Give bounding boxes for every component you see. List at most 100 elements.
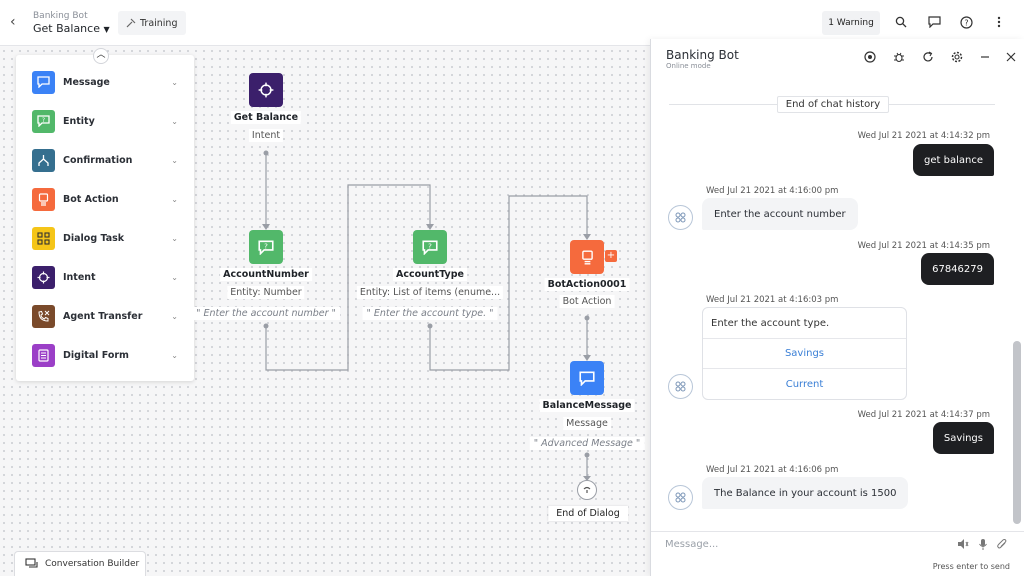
- account-number-node[interactable]: ?: [249, 230, 283, 264]
- more-options-icon[interactable]: [990, 13, 1008, 31]
- palette-item-digital-form[interactable]: Digital Form ⌄: [32, 342, 178, 368]
- intent-icon: [258, 82, 274, 98]
- palette-item-label: Bot Action: [63, 193, 119, 205]
- chevron-down-icon[interactable]: ⌄: [171, 272, 178, 282]
- attachment-icon[interactable]: [995, 537, 1009, 551]
- palette-item-intent[interactable]: Intent ⌄: [32, 264, 178, 290]
- user-message: get balance: [913, 144, 994, 176]
- user-message: 67846279: [921, 253, 994, 285]
- training-icon: [126, 18, 136, 28]
- chat-status: Online mode: [666, 62, 711, 70]
- microphone-icon[interactable]: [976, 537, 990, 551]
- palette-item-agent-transfer[interactable]: Agent Transfer ⌄: [32, 303, 178, 329]
- conversation-builder-label: Conversation Builder: [45, 559, 140, 569]
- message-timestamp: Wed Jul 21 2021 at 4:16:06 pm: [706, 465, 839, 475]
- compose-divider: [651, 531, 1024, 532]
- balance-message-node[interactable]: [570, 361, 604, 395]
- close-icon[interactable]: [1003, 49, 1019, 65]
- chevron-down-icon[interactable]: ⌄: [171, 155, 178, 165]
- bot-action-icon: [32, 187, 55, 211]
- dialog-task-icon: [32, 226, 55, 250]
- bot-action-icon: [581, 249, 593, 265]
- chat-icon[interactable]: [925, 13, 943, 31]
- chevron-down-icon[interactable]: ⌄: [171, 233, 178, 243]
- message-timestamp: Wed Jul 21 2021 at 4:14:35 pm: [857, 241, 990, 251]
- chevron-down-icon[interactable]: ⌄: [171, 116, 178, 126]
- svg-text:?: ?: [42, 117, 45, 124]
- collapse-palette-button[interactable]: ︿: [93, 48, 109, 64]
- account-type-node[interactable]: ?: [413, 230, 447, 264]
- back-arrow-icon[interactable]: ‹: [10, 14, 16, 30]
- account-type-card: Enter the account type. Savings Current: [702, 307, 907, 400]
- message-icon: [579, 371, 595, 386]
- intent-icon: [32, 265, 55, 289]
- training-label: Training: [140, 17, 178, 29]
- search-icon[interactable]: [892, 13, 910, 31]
- node-name: BalanceMessage: [539, 399, 635, 412]
- svg-text:?: ?: [964, 18, 968, 27]
- chat-title: Banking Bot: [666, 48, 739, 62]
- end-of-dialog-label: End of Dialog: [548, 506, 628, 521]
- palette-item-bot-action[interactable]: Bot Action ⌄: [32, 186, 178, 212]
- option-savings-button[interactable]: Savings: [703, 339, 906, 369]
- palette-item-entity[interactable]: ? Entity ⌄: [32, 108, 178, 134]
- node-name: Get Balance: [230, 111, 302, 124]
- confirmation-icon: [32, 148, 55, 172]
- node-prompt: " Enter the account number ": [192, 307, 340, 320]
- speaker-icon[interactable]: [956, 537, 970, 551]
- chevron-down-icon[interactable]: ⌄: [171, 77, 178, 87]
- chat-panel: Banking Bot Online mode End of chat hist…: [650, 39, 1024, 576]
- entity-icon: ?: [258, 240, 274, 255]
- palette-item-dialog-task[interactable]: Dialog Task ⌄: [32, 225, 178, 251]
- message-timestamp: Wed Jul 21 2021 at 4:14:37 pm: [857, 410, 990, 420]
- node-prompt: " Advanced Message ": [529, 437, 645, 450]
- user-message: Savings: [932, 422, 994, 454]
- node-type: Entity: List of items (enume...: [356, 286, 504, 299]
- bot-action-node[interactable]: [570, 240, 604, 274]
- training-button[interactable]: Training: [118, 11, 186, 35]
- agent-transfer-icon: [32, 304, 55, 328]
- top-bar: ‹ Banking Bot Get Balance ▼ Training 1 W…: [0, 0, 1024, 46]
- dialog-selector[interactable]: Get Balance ▼: [33, 22, 110, 35]
- chevron-down-icon[interactable]: ⌄: [171, 311, 178, 321]
- message-input[interactable]: Message...: [665, 539, 719, 550]
- chat-scrollbar[interactable]: [1013, 341, 1021, 524]
- chevron-down-icon[interactable]: ⌄: [171, 194, 178, 204]
- node-palette: Message ⌄ ? Entity ⌄ Confirmation ⌄ Bot …: [16, 55, 194, 381]
- get-balance-node[interactable]: [249, 73, 283, 107]
- expand-plus-icon[interactable]: +: [605, 250, 617, 262]
- flow-connectors: [262, 150, 591, 481]
- palette-item-label: Agent Transfer: [63, 310, 143, 322]
- palette-item-label: Intent: [63, 271, 96, 283]
- bot-avatar-icon: [668, 205, 693, 230]
- end-of-history-label: End of chat history: [777, 96, 889, 113]
- dialog-name: Get Balance: [33, 22, 100, 35]
- minimize-icon[interactable]: [977, 49, 993, 65]
- settings-icon[interactable]: [949, 49, 965, 65]
- record-icon[interactable]: [862, 49, 878, 65]
- warning-button[interactable]: 1 Warning: [822, 11, 880, 35]
- palette-item-label: Dialog Task: [63, 232, 125, 244]
- conversation-icon: [25, 558, 38, 568]
- help-icon[interactable]: ?: [957, 13, 975, 31]
- svg-text:?: ?: [428, 241, 432, 250]
- palette-item-message[interactable]: Message ⌄: [32, 69, 178, 95]
- node-name: BotAction0001: [544, 278, 630, 291]
- option-current-button[interactable]: Current: [785, 378, 824, 390]
- chevron-down-icon[interactable]: ⌄: [171, 350, 178, 360]
- conversation-builder-button[interactable]: Conversation Builder: [14, 551, 146, 576]
- caret-down-icon: ▼: [103, 25, 110, 34]
- bot-avatar-icon: [668, 485, 693, 510]
- palette-item-label: Digital Form: [63, 349, 129, 361]
- debug-icon[interactable]: [891, 49, 907, 65]
- refresh-icon[interactable]: [920, 49, 936, 65]
- palette-item-confirmation[interactable]: Confirmation ⌄: [32, 147, 178, 173]
- node-type: Message: [563, 417, 611, 430]
- svg-text:?: ?: [264, 241, 268, 250]
- entity-icon: ?: [32, 109, 55, 133]
- send-hint: Press enter to send: [932, 562, 1010, 571]
- message-timestamp: Wed Jul 21 2021 at 4:14:32 pm: [857, 131, 990, 141]
- end-of-dialog-node[interactable]: [577, 480, 597, 500]
- bot-name: Banking Bot: [33, 11, 88, 21]
- bot-message: The Balance in your account is 1500: [702, 477, 909, 509]
